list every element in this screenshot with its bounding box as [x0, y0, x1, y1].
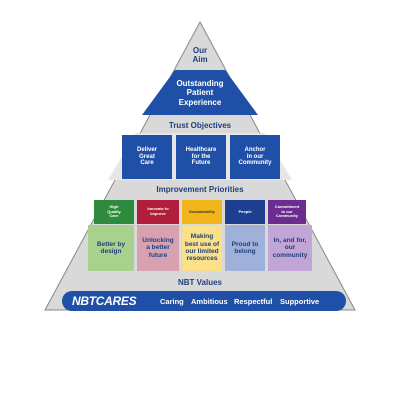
aim-band [142, 70, 258, 115]
values-title: NBT Values [177, 278, 222, 288]
priority-body-community: In, and for, our community [268, 225, 312, 271]
priority-body-sustainability: Making best use of our limited resources [182, 225, 222, 271]
value-supportive: Supportive [280, 297, 320, 306]
priority-body-innovate: Unlocking a better future [137, 225, 179, 271]
value-caring: Caring [160, 297, 184, 306]
trust-objective-anchor-community: Anchor in our Community [230, 135, 280, 179]
priority-header-people: People [225, 200, 265, 224]
priority-header-community: Commitment to our Community [268, 200, 306, 224]
trust-objective-deliver-great-care: Deliver Great Care [122, 135, 172, 179]
values-bar [62, 291, 346, 311]
trust-objectives-title: Trust Objectives [168, 121, 232, 131]
aim-label: Our Aim [192, 45, 208, 64]
value-ambitious: Ambitious [191, 297, 228, 306]
nbtcares-logo: NBTCARES [72, 294, 137, 308]
priority-header-quality: High Quality Care [94, 200, 134, 224]
trust-objective-healthcare-future: Healthcare for the Future [176, 135, 226, 179]
aim-value: Outstanding Patient Experience [176, 79, 224, 107]
improvement-priorities-title: Improvement Priorities [156, 185, 244, 195]
priority-header-innovate: Innovate to Improve [137, 200, 179, 224]
value-respectful: Respectful [234, 297, 273, 306]
priority-header-sustainability: Sustainability [182, 200, 222, 224]
priority-body-people: Proud to belong [225, 225, 265, 271]
priority-body-quality: Better by design [88, 225, 134, 271]
